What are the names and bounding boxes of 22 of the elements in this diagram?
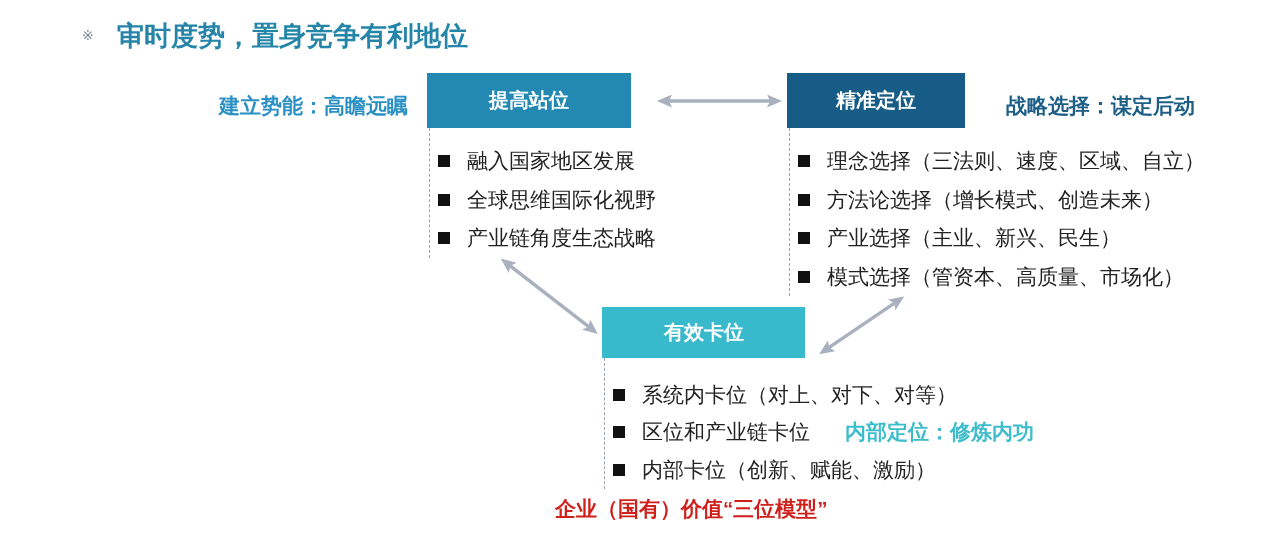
list-item: 系统内卡位（对上、对下、对等） (642, 381, 957, 408)
list-item: 理念选择（三法则、速度、区域、自立） (827, 148, 1205, 175)
list-item: 产业选择（主业、新兴、民生） (827, 225, 1121, 252)
side-label: 战略选择：谋定后动 (1006, 93, 1195, 119)
page-title: 审时度势，置身竞争有利地位 (117, 20, 468, 53)
double-arrow (500, 258, 598, 334)
double-arrow (657, 94, 782, 108)
list-item: 产业链角度生态战略 (467, 225, 656, 252)
list-item: 区位和产业链卡位 (642, 419, 810, 446)
header-bar: 有效卡位 (602, 307, 805, 358)
double-arrow (819, 296, 905, 355)
reference-mark: ※ (82, 27, 94, 45)
header-bar: 精准定位 (787, 73, 965, 128)
figure-caption: 企业（国有）价值“三位模型” (555, 496, 828, 522)
header-bar: 提高站位 (427, 73, 631, 128)
list-item: 方法论选择（增长模式、创造未来） (827, 186, 1163, 213)
list-item: 全球思维国际化视野 (467, 186, 656, 213)
side-label: 建立势能：高瞻远瞩 (219, 93, 408, 119)
list-item: 模式选择（管资本、高质量、市场化） (827, 263, 1184, 290)
list-item: 融入国家地区发展 (467, 148, 635, 175)
side-label: 内部定位：修炼内功 (845, 419, 1034, 445)
list-item: 内部卡位（创新、赋能、激励） (642, 456, 936, 483)
